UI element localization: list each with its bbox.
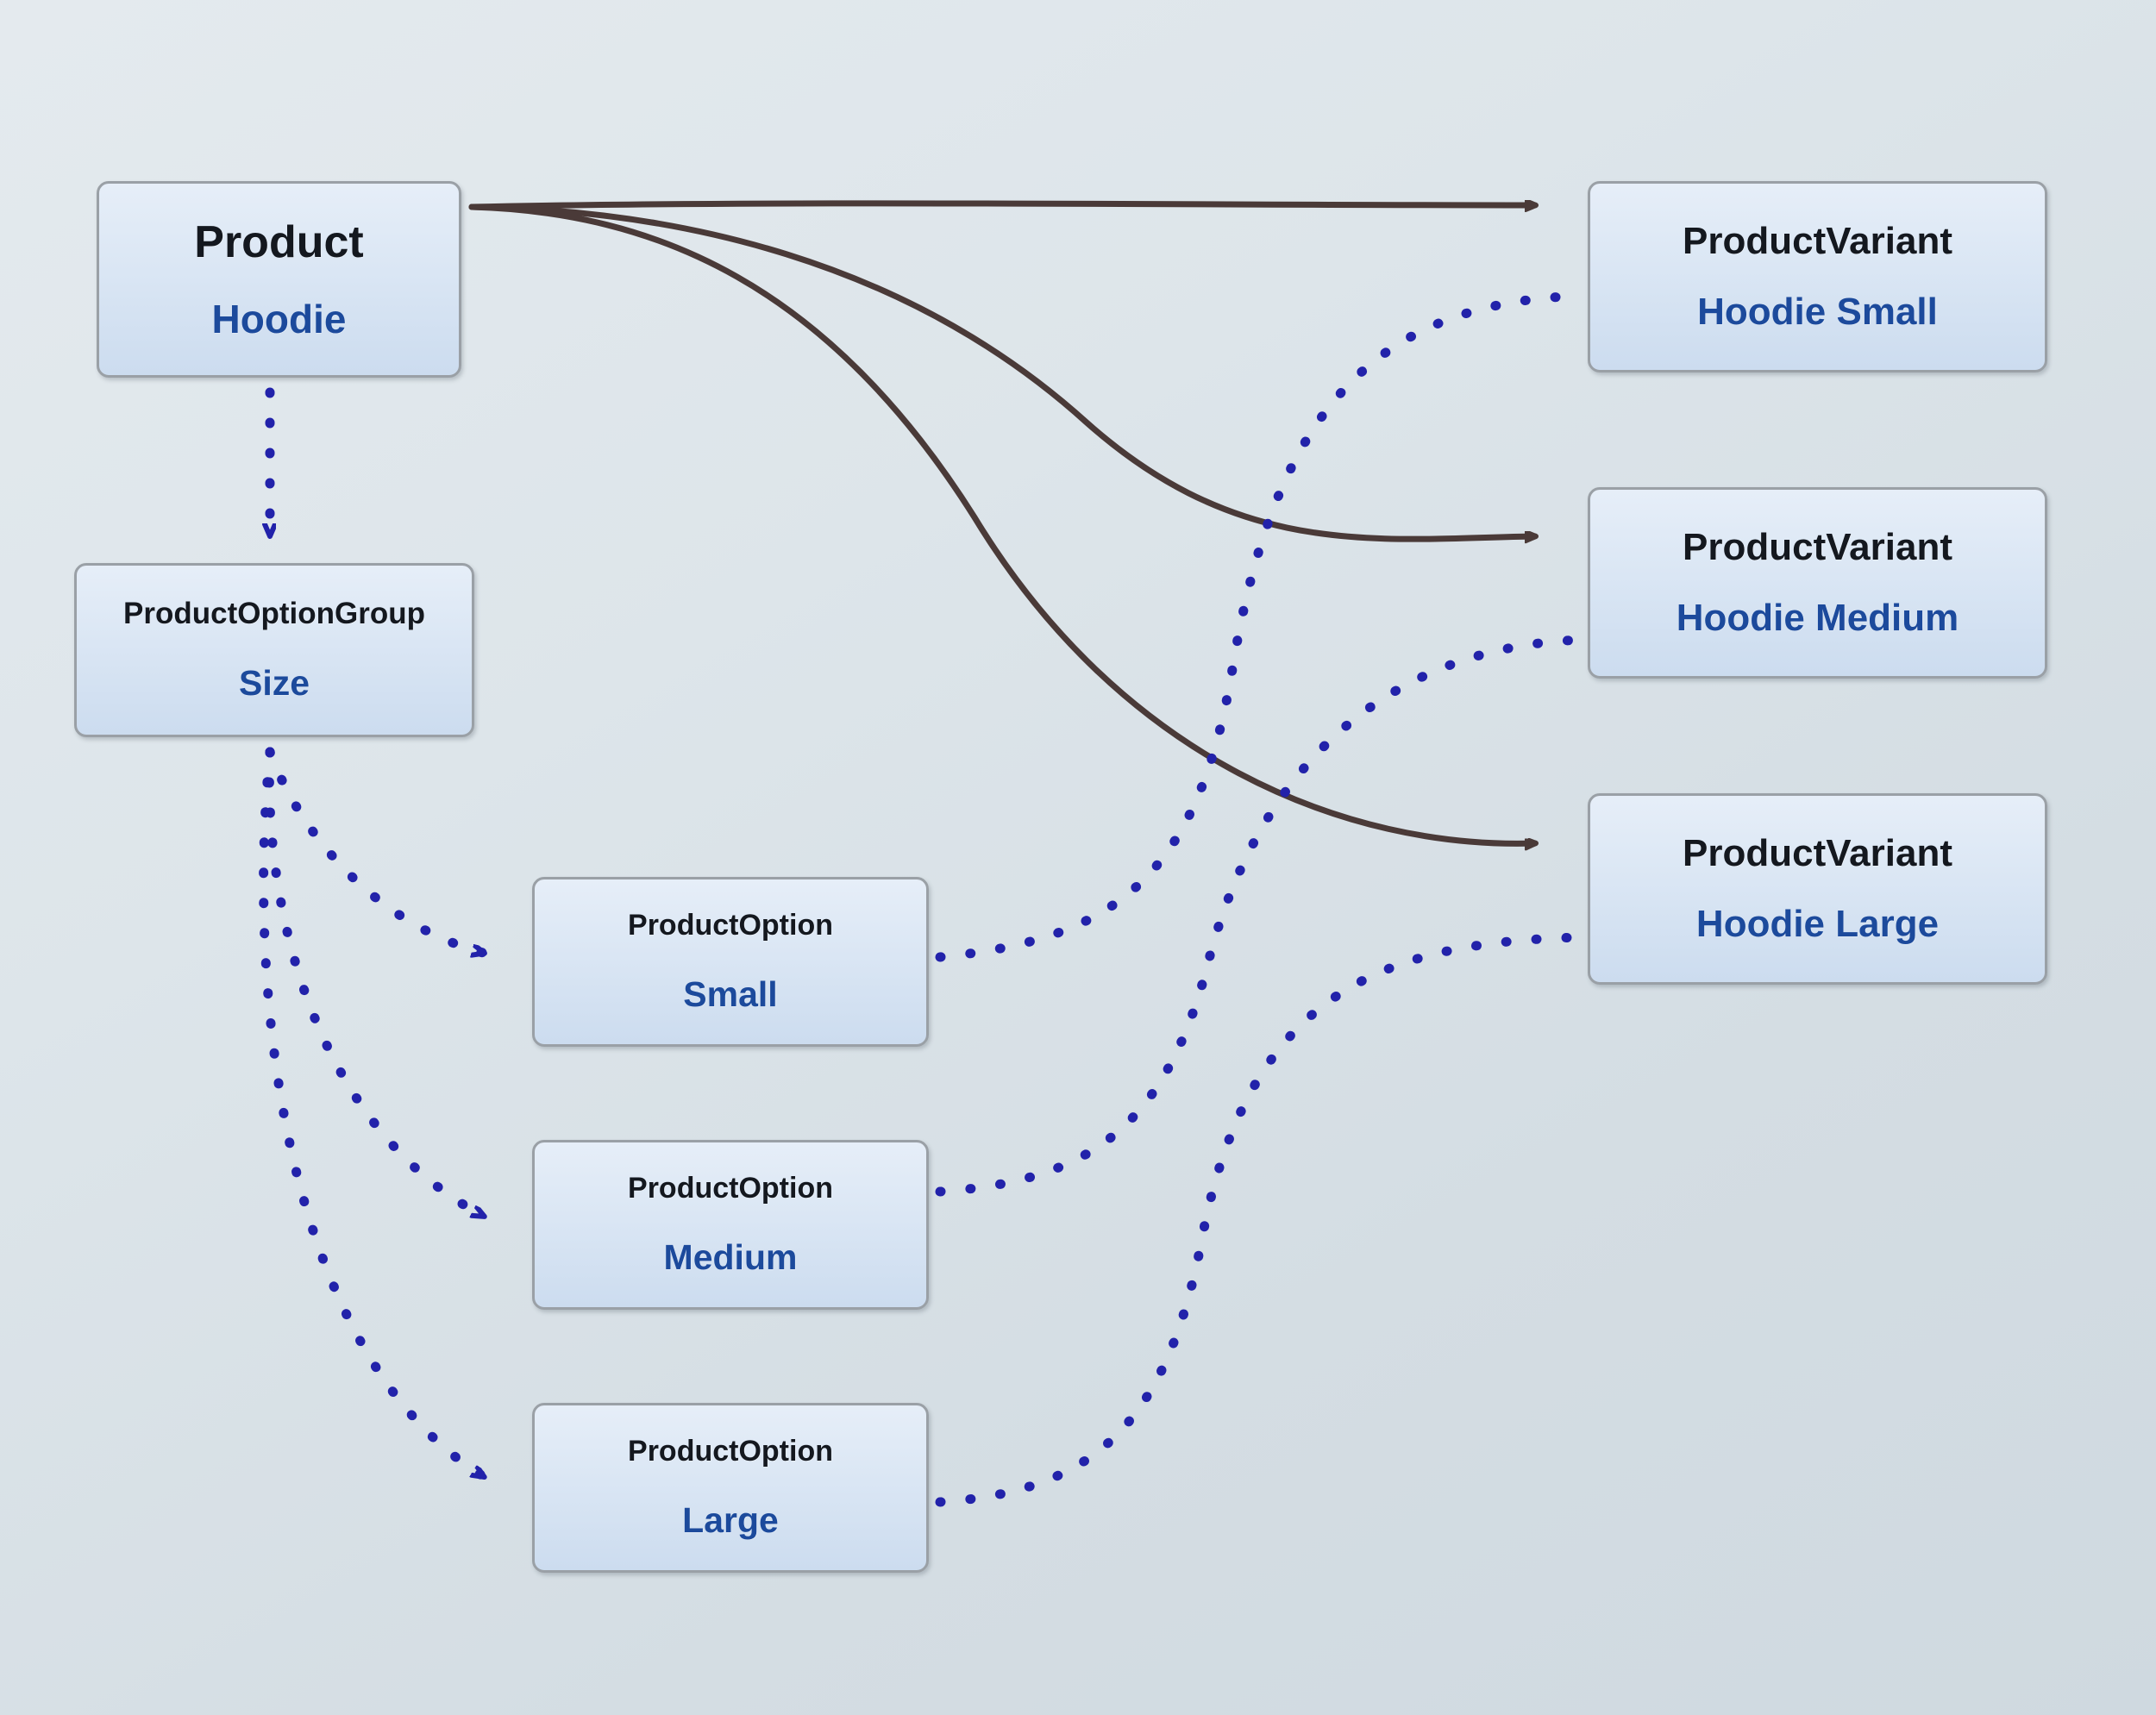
node-product-option-medium-value: Medium — [663, 1236, 798, 1277]
node-product-variant-hoodie-small-value: Hoodie Small — [1697, 291, 1938, 333]
node-product-value: Hoodie — [211, 297, 347, 342]
node-product-option-group-value: Size — [238, 662, 310, 703]
node-product-option-small-value: Small — [683, 973, 778, 1014]
edge-option-medium-to-variant-hoodie-medium — [935, 635, 1588, 1197]
node-product-option-small-type: ProductOption — [628, 909, 833, 942]
edge-option-small-to-variant-hoodie-small — [935, 291, 1588, 962]
node-product-variant-hoodie-medium-value: Hoodie Medium — [1676, 597, 1959, 639]
node-product[interactable]: Product Hoodie — [97, 181, 461, 378]
node-product-option-large[interactable]: ProductOption Large — [532, 1403, 929, 1573]
node-product-variant-hoodie-large-type: ProductVariant — [1683, 831, 1952, 874]
edge-option-group-to-option-large — [259, 747, 488, 1481]
node-product-variant-hoodie-small-type: ProductVariant — [1683, 219, 1952, 262]
node-product-type: Product — [194, 216, 364, 267]
node-product-option-large-type: ProductOption — [628, 1435, 833, 1468]
edge-product-to-variant-hoodie-large — [468, 203, 1535, 843]
edge-product-to-variant-hoodie-small — [468, 203, 1535, 207]
node-product-option-small[interactable]: ProductOption Small — [532, 877, 929, 1047]
edge-option-large-to-variant-hoodie-large — [935, 932, 1588, 1507]
edge-option-group-to-option-medium — [264, 747, 488, 1221]
node-product-option-medium-type: ProductOption — [628, 1172, 833, 1205]
edge-option-group-to-option-small — [265, 747, 488, 953]
node-product-option-medium[interactable]: ProductOption Medium — [532, 1140, 929, 1310]
node-product-option-large-value: Large — [682, 1499, 779, 1540]
node-product-variant-hoodie-small[interactable]: ProductVariant Hoodie Small — [1588, 181, 2047, 372]
node-product-variant-hoodie-large-value: Hoodie Large — [1695, 903, 1940, 945]
node-product-option-group[interactable]: ProductOptionGroup Size — [74, 563, 474, 737]
node-product-option-group-type: ProductOptionGroup — [123, 597, 425, 631]
edge-product-to-variant-hoodie-medium — [468, 203, 1535, 539]
node-product-variant-hoodie-medium[interactable]: ProductVariant Hoodie Medium — [1588, 487, 2047, 679]
node-product-variant-hoodie-large[interactable]: ProductVariant Hoodie Large — [1588, 793, 2047, 985]
node-product-variant-hoodie-medium-type: ProductVariant — [1683, 525, 1952, 568]
